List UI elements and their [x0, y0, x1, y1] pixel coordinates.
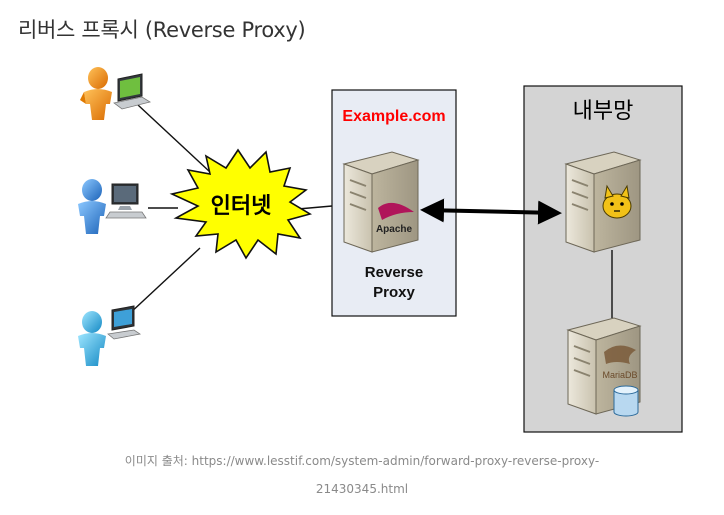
- mariadb-label: MariaDB: [602, 370, 637, 380]
- page-title: 리버스 프록시 (Reverse Proxy): [18, 18, 306, 42]
- client-blue-desktop: [78, 179, 147, 234]
- apache-server-icon: Apache: [342, 151, 420, 253]
- tomcat-server-icon: [564, 151, 642, 253]
- database-cylinder-icon: [613, 385, 639, 417]
- person-icon: [78, 311, 106, 366]
- internal-network-label: 내부망: [573, 99, 634, 124]
- tomcat-cat-icon: [602, 184, 632, 219]
- image-source-caption-continued: 21430345.html: [315, 482, 409, 496]
- proxy-to-app-arrow: [420, 198, 562, 225]
- desktop-computer-icon: [105, 183, 147, 219]
- desktop-computer-icon: [107, 305, 142, 340]
- internet-burst-shape: [169, 148, 313, 260]
- internet-label: 인터넷: [211, 194, 272, 219]
- person-icon: [78, 179, 106, 234]
- client-orange-laptop: [80, 67, 152, 120]
- proxy-label-line2: Proxy: [373, 284, 415, 301]
- reverse-proxy-box: Example.com Apache Reverse Proxy: [331, 89, 457, 317]
- apache-label: Apache: [376, 224, 413, 235]
- internal-network-box: 내부망 MariaDB: [523, 85, 683, 433]
- client-links: [127, 104, 333, 316]
- proxy-domain-label: Example.com: [342, 108, 445, 125]
- laptop-icon: [113, 73, 152, 110]
- mariadb-server-icon: MariaDB: [566, 317, 642, 417]
- image-source-caption: 이미지 출처: https://www.lesstif.com/system-a…: [124, 454, 600, 468]
- person-icon: [80, 67, 112, 120]
- proxy-label-line1: Reverse: [365, 264, 423, 281]
- internet-cloud: 인터넷: [169, 148, 313, 260]
- client-cyan-desktop: [78, 305, 142, 366]
